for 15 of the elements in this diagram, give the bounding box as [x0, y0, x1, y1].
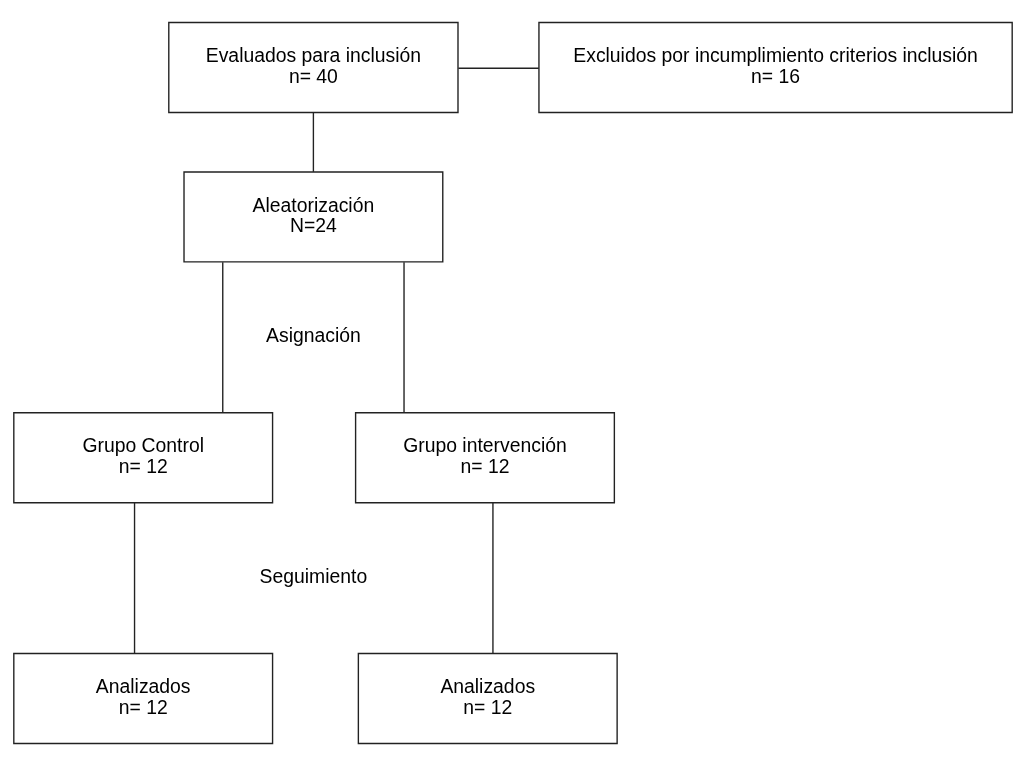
connector [312, 111, 315, 173]
label: Asignación [266, 323, 361, 346]
node-box: Grupo intervención n= 12 [354, 411, 616, 503]
label: Seguimiento [259, 564, 368, 587]
node-box: Analizados n= 12 [13, 652, 274, 744]
node-box: Grupo Control n= 12 [13, 411, 274, 503]
node-box: Aleatorización N=24 [183, 170, 444, 263]
connector [492, 501, 494, 654]
node-box: Evaluados para inclusión n= 40 [168, 21, 459, 113]
connector [403, 261, 405, 413]
connector [222, 261, 224, 413]
connector [457, 67, 540, 69]
node-box: Analizados n= 12 [357, 652, 618, 744]
node-box: Excluidos por incumplimiento criterios inclusión n= 16 [538, 21, 1013, 113]
connector [133, 501, 136, 654]
